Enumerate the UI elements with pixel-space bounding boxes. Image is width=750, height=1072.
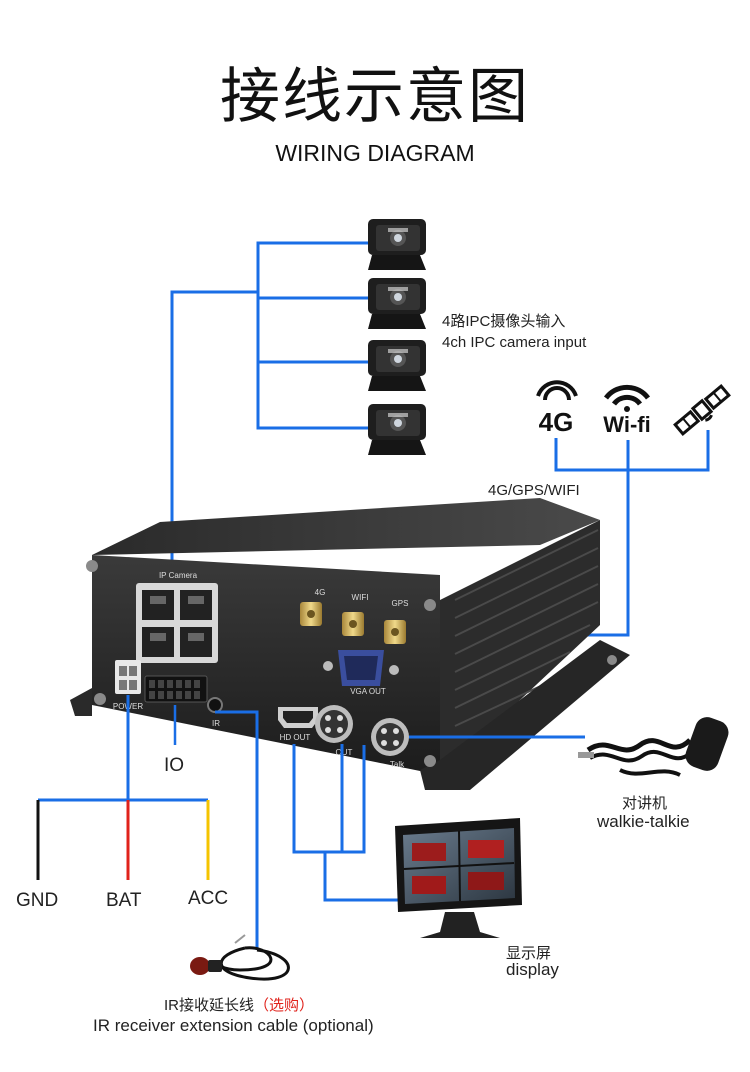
walkie-talkie-icon [578,717,729,777]
camera-wires [170,241,370,575]
port-label-gps: GPS [392,599,409,608]
antenna-gps-port [384,620,406,644]
port-label-talk: Talk [390,760,405,769]
hdmi-port [278,707,318,728]
port-label-ir: IR [212,719,220,728]
port-label-ip-camera: IP Camera [159,571,198,580]
video-wires [292,744,403,902]
gnd-label: GND [16,890,59,911]
power-wires [36,695,210,880]
ir-port [207,697,223,713]
port-label-wifi: WIFI [352,593,369,602]
camera-4 [368,404,426,455]
port-label-4g: 4G [315,588,326,597]
ir-cable-label-cn: IR接收延长线（选购） [164,994,314,1015]
av-out-port [315,705,353,743]
ir-wire [215,710,259,950]
port-label-hd-out: HD OUT [280,733,311,742]
monitor-icon [395,818,522,938]
network-label: 4G/GPS/WIFI [488,482,580,499]
vga-port [323,650,399,686]
ir-cable-optional-tag: （选购） [254,997,315,1014]
port-label-av-out: OUT [336,748,353,757]
display-label-cn: 显示屏 [506,945,552,962]
walkie-label-en: walkie-talkie [597,812,690,831]
ir-cable-label-en: IR receiver extension cable (optional) [93,1016,374,1035]
ir-cable-label-cn-main: IR接收延长线 [164,997,255,1014]
io-port [144,675,208,703]
camera-1 [368,219,426,270]
4g-icon-text: 4G [539,407,574,437]
4g-icon: 4G [536,380,578,437]
wifi-icon: Wi-fi [603,384,651,437]
port-label-vga: VGA OUT [350,687,386,696]
page-subtitle: WIRING DIAGRAM [275,140,475,166]
page-title: 接线示意图 [220,62,530,132]
wifi-icon-text: Wi-fi [603,412,650,437]
bat-label: BAT [106,890,142,911]
talk-port [371,718,409,756]
antenna-wifi-port [342,612,364,636]
acc-label: ACC [188,888,229,909]
power-port [115,660,141,694]
ip-camera-ports [136,583,218,663]
io-label: IO [164,755,185,776]
camera-label-cn: 4路IPC摄像头输入 [442,313,566,330]
walkie-label-cn: 对讲机 [622,795,668,812]
camera-2 [368,278,426,329]
display-label-en: display [506,960,559,979]
camera-3 [368,340,426,391]
ir-cable-icon [190,934,290,981]
satellite-icon [673,384,731,436]
camera-label-en: 4ch IPC camera input [442,334,587,351]
antenna-4g-port [300,602,322,626]
